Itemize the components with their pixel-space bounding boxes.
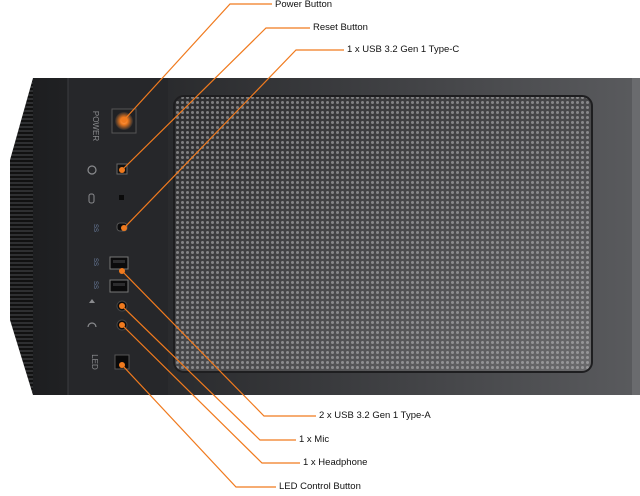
headphone-label: 1 x Headphone (303, 457, 368, 468)
mic-symbol (89, 299, 95, 303)
case-edge (632, 78, 640, 395)
reset-button-label: Reset Button (313, 22, 368, 33)
usb-c-label: 1 x USB 3.2 Gen 1 Type-C (347, 44, 460, 55)
usb-a-label: 2 x USB 3.2 Gen 1 Type-A (319, 410, 431, 421)
callout-mic (121, 305, 296, 441)
mic-label: 1 x Mic (299, 434, 330, 445)
led-text: LED (90, 354, 99, 370)
callout-dots (119, 117, 127, 368)
callout-lines (121, 3, 344, 488)
callout-usb-a (121, 270, 316, 417)
callout-led (121, 364, 276, 488)
usb-ss-label-3: SS (92, 281, 98, 289)
headphone-symbol (87, 322, 97, 328)
callout-headphone (121, 324, 300, 464)
usb-ss-label-1: SS (92, 224, 98, 232)
callout-reset (121, 27, 310, 171)
power-button-label: Power Button (275, 0, 333, 10)
callout-usb-c (123, 49, 344, 229)
reset-icon (87, 165, 97, 175)
mesh-holes (174, 96, 592, 372)
usb-ss-label-2: SS (92, 258, 98, 266)
power-text: POWER (91, 111, 100, 141)
led-button-label: LED Control Button (279, 481, 361, 492)
hdd-led-icon (88, 193, 95, 204)
callout-power (123, 3, 272, 121)
hdd-led (119, 195, 124, 200)
